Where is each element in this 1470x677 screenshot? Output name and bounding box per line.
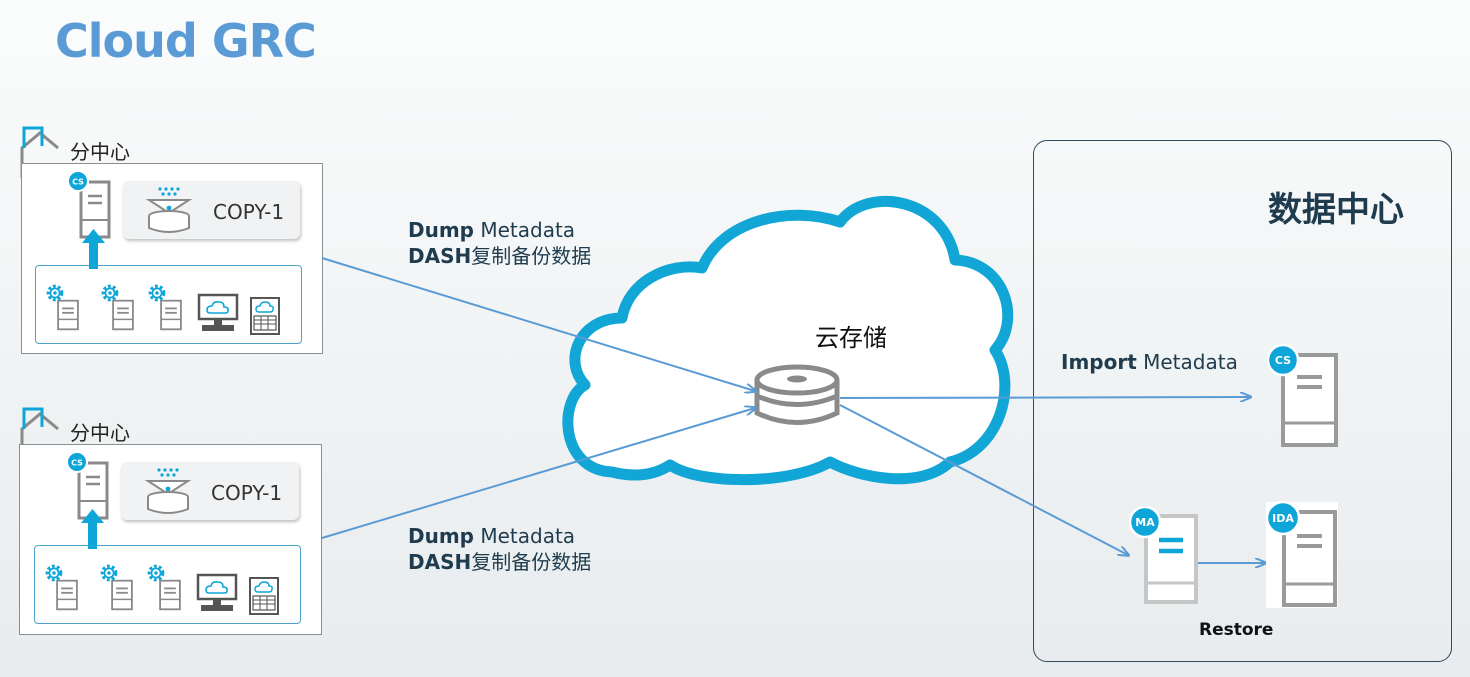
dump-rest: Metadata [474, 524, 576, 548]
datacenter-title: 数据中心 [1268, 190, 1404, 230]
dump-rest: Metadata [474, 218, 576, 242]
client-gear-server-icon [100, 564, 133, 611]
copy-label: COPY-1 [213, 200, 285, 224]
upload-arrow-icon [81, 509, 104, 549]
cloud-terminal-icon [250, 297, 280, 335]
cloud-storage-label: 云存储 [815, 324, 887, 352]
dump-strong: Dump [408, 524, 474, 548]
disk-storage-icon [754, 364, 840, 425]
dump-metadata-label-bottom: Dump Metadata DASH复制备份数据 [408, 523, 591, 575]
client-gear-server-icon [45, 564, 78, 611]
import-arrow [839, 397, 1250, 398]
cloud-desktop-icon [196, 573, 238, 611]
cs-badge: CS [1275, 354, 1291, 367]
dash-strong: DASH [408, 244, 472, 268]
restore-arrow-to-ma [839, 404, 1128, 555]
client-gear-server-icon [101, 284, 134, 331]
copy-label: COPY-1 [211, 481, 283, 505]
page-title: Cloud GRC [55, 14, 317, 68]
client-gear-server-icon [147, 564, 181, 611]
media-agent-server-icon: MA [1128, 505, 1198, 604]
import-metadata-label: Import Metadata [1061, 349, 1238, 375]
client-gear-server-icon [46, 284, 79, 331]
import-rest: Metadata [1136, 350, 1238, 374]
dc-cs-server-icon: CS [1266, 343, 1338, 447]
dump-strong: Dump [408, 218, 474, 242]
cs-server-icon: CS [66, 451, 109, 520]
dump-arrow-bottom [321, 408, 755, 539]
dedup-storage-icon [145, 187, 193, 233]
cs-badge: CS [72, 178, 84, 187]
ida-server-icon: IDA [1265, 500, 1338, 608]
dash-rest: 复制备份数据 [471, 550, 592, 574]
datacenter-panel [1033, 140, 1452, 662]
cloud-desktop-icon [197, 293, 239, 331]
cloud-storage-shape [562, 195, 1014, 486]
cs-badge: CS [71, 459, 83, 468]
dump-metadata-label-top: Dump Metadata DASH复制备份数据 [408, 217, 591, 269]
dump-arrow-top [321, 257, 755, 391]
branch-label: 分中心 [70, 140, 130, 164]
import-strong: Import [1061, 350, 1137, 374]
dedup-storage-icon [144, 468, 192, 514]
dash-strong: DASH [408, 550, 472, 574]
client-gear-server-icon [148, 284, 182, 331]
ma-badge: MA [1135, 516, 1155, 529]
dash-rest: 复制备份数据 [471, 244, 592, 268]
cloud-terminal-icon [249, 577, 279, 615]
branch-label: 分中心 [70, 421, 130, 445]
ida-badge: IDA [1272, 512, 1294, 525]
upload-arrow-icon [82, 229, 105, 269]
cs-server-icon: CS [67, 170, 111, 239]
restore-label: Restore [1199, 620, 1274, 640]
